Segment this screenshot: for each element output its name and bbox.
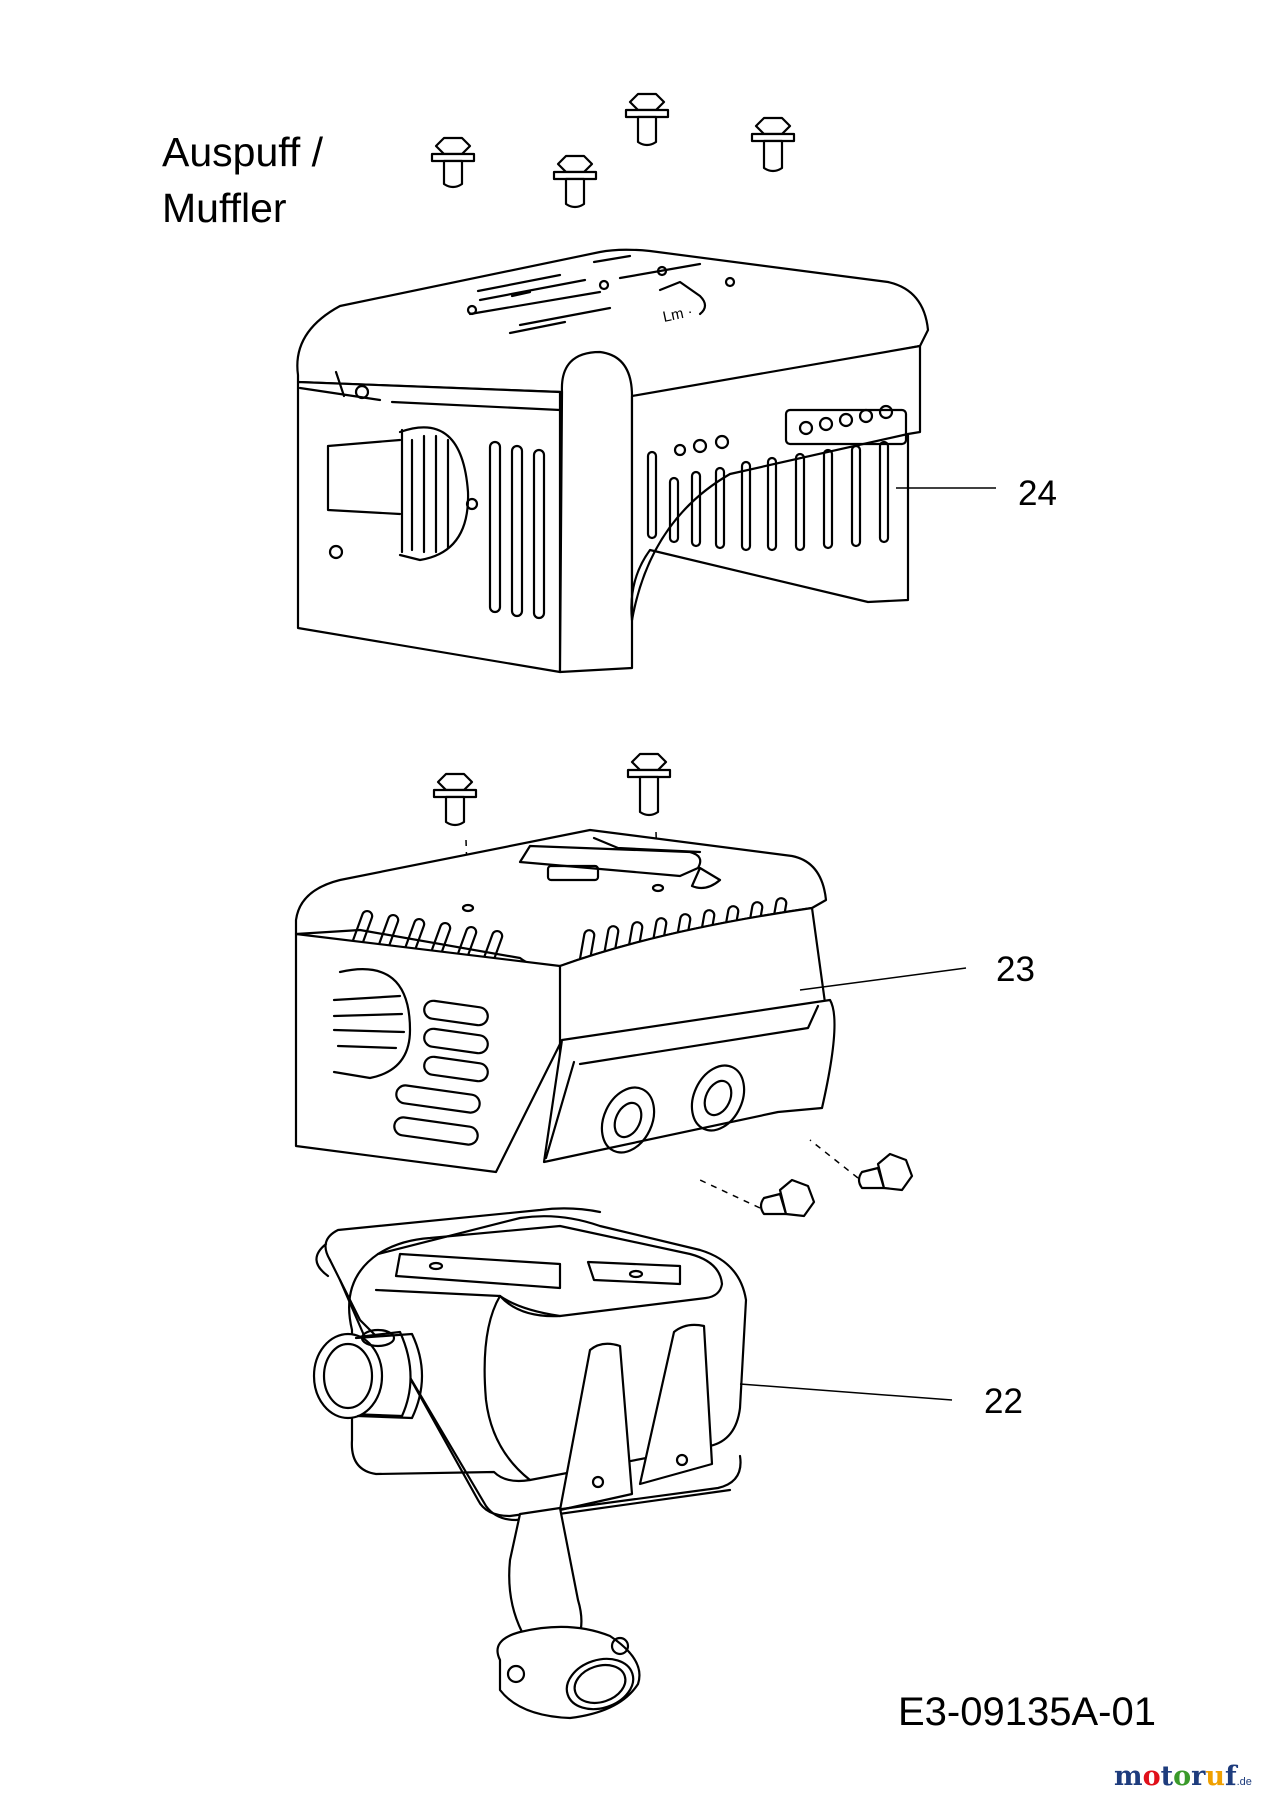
- bolt-24-c: [624, 92, 670, 147]
- watermark-letter: m: [1114, 1761, 1143, 1792]
- motoruf-watermark-logo: motoruf.de: [1114, 1763, 1252, 1790]
- part-23-muffler-cover: [294, 828, 967, 1174]
- watermark-letters: motoruf: [1114, 1761, 1237, 1792]
- part-24-heat-shield: Lm ·: [296, 248, 996, 674]
- diagram-title-line-1: Auspuff /: [162, 129, 324, 175]
- bolt-side-b: [809, 1139, 914, 1192]
- watermark-letter: r: [1191, 1761, 1206, 1792]
- bolt-side-a: [699, 1178, 816, 1218]
- bolt-24-a: [430, 136, 476, 189]
- callout-part-24: 24: [1018, 474, 1057, 513]
- bolt-23-a: [432, 772, 478, 901]
- watermark-letter: t: [1160, 1761, 1174, 1792]
- part-22-muffler: [312, 1207, 953, 1720]
- callout-part-22: 22: [984, 1382, 1023, 1421]
- diagram-title-line-2: Muffler: [162, 185, 287, 231]
- svg-text:Lm ·: Lm ·: [661, 303, 694, 326]
- bolt-24-b: [552, 154, 598, 209]
- watermark-letter: o: [1142, 1761, 1161, 1792]
- bolt-24-d: [750, 116, 796, 173]
- watermark-letter: f: [1224, 1761, 1237, 1792]
- watermark-letter: u: [1205, 1761, 1225, 1792]
- watermark-suffix: .de: [1236, 1776, 1252, 1788]
- diagram-code: E3-09135A-01: [898, 1690, 1156, 1734]
- watermark-letter: o: [1173, 1761, 1192, 1792]
- callout-part-23: 23: [996, 950, 1035, 989]
